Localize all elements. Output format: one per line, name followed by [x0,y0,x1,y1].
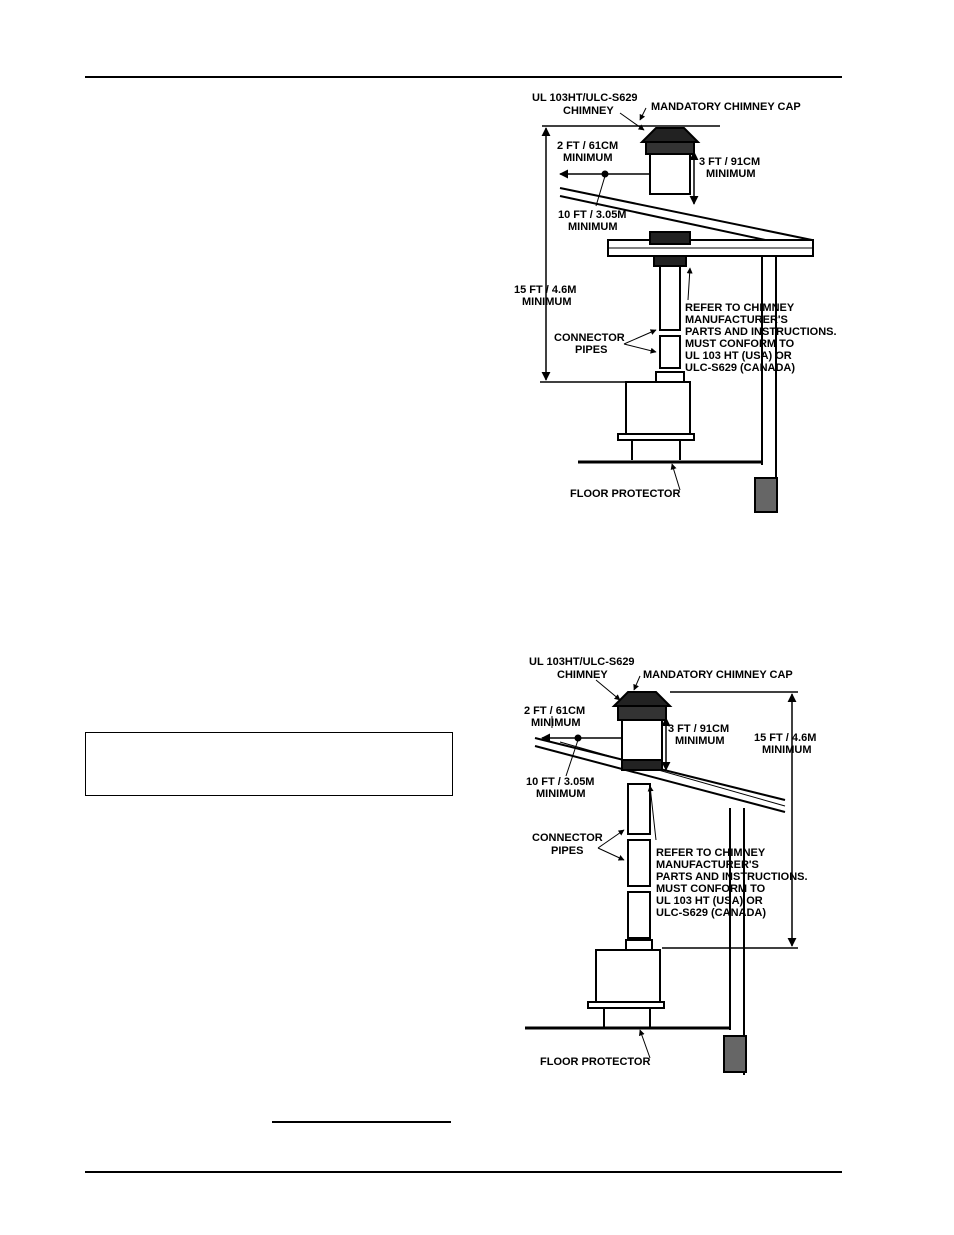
wall-2 [723,808,747,1075]
diagram-top [540,107,814,513]
connector-pipe-2b [627,839,651,887]
text-underline [272,1121,451,1123]
d2-15ft-label-2: MINIMUM [762,744,812,756]
note-box [85,732,453,796]
stove-2 [587,939,665,1028]
d1-refer-1: REFER TO CHIMNEY [685,302,795,314]
d1-2ft-label-1: 2 FT / 61CM [557,140,618,152]
d2-10ft-label-1: 10 FT / 3.05M [526,776,594,788]
stove-1 [617,371,695,460]
d1-refer-5: UL 103 HT (USA) OR [685,350,792,362]
connector-pipe-1b [659,335,681,369]
d2-refer-5: UL 103 HT (USA) OR [656,895,763,907]
d1-refer-4: MUST CONFORM TO [685,338,795,350]
connector-pipe-2a [627,783,651,835]
d2-chimney-label-1: UL 103HT/ULC-S629 [529,656,635,668]
d2-refer-4: MUST CONFORM TO [656,883,766,895]
d2-10ft-label-2: MINIMUM [536,788,586,800]
chimney-cap-1 [639,127,701,267]
d2-3ft-label-1: 3 FT / 91CM [668,723,729,735]
bottom-rule [85,1171,842,1173]
wall-1 [754,256,778,513]
d2-15ft-label-1: 15 FT / 4.6M [754,732,816,744]
d1-10ft-label-1: 10 FT / 3.05M [558,209,626,221]
d1-3ft-label-2: MINIMUM [706,168,756,180]
d2-2ft-label-2: MINIMUM [531,717,581,729]
connector-pipe-2c [627,891,651,939]
top-rule [85,76,842,78]
d1-10ft-label-2: MINIMUM [568,221,618,233]
d2-floor-label: FLOOR PROTECTOR [540,1056,650,1068]
d2-refer-2: MANUFACTURER'S [656,859,759,871]
d2-connector-label-1: CONNECTOR [532,832,603,844]
d2-2ft-label-1: 2 FT / 61CM [524,705,585,717]
d1-15ft-label-2: MINIMUM [522,296,572,308]
d1-connector-label-2: PIPES [575,344,607,356]
d2-refer-1: REFER TO CHIMNEY [656,847,766,859]
connector-pipe-1a [659,265,681,331]
d2-connector-label-2: PIPES [551,845,583,857]
d1-chimney-label-1: UL 103HT/ULC-S629 [532,92,638,104]
d2-refer-3: PARTS AND INSTRUCTIONS. [656,871,808,883]
chimney-cap-2 [611,691,673,771]
d2-3ft-label-2: MINIMUM [675,735,725,747]
d1-15ft-label-1: 15 FT / 4.6M [514,284,576,296]
d1-2ft-label-2: MINIMUM [563,152,613,164]
d1-refer-6: ULC-S629 (CANADA) [685,362,795,374]
d1-chimney-label-2: CHIMNEY [563,105,614,117]
d2-chimney-label-2: CHIMNEY [557,669,608,681]
d1-floor-label: FLOOR PROTECTOR [570,488,680,500]
d2-refer-6: ULC-S629 (CANADA) [656,907,766,919]
d1-cap-label: MANDATORY CHIMNEY CAP [651,101,801,113]
d1-3ft-label-1: 3 FT / 91CM [699,156,760,168]
diagram-bottom [525,675,798,1075]
d2-cap-label: MANDATORY CHIMNEY CAP [643,669,793,681]
d1-refer-3: PARTS AND INSTRUCTIONS. [685,326,837,338]
d1-refer-2: MANUFACTURER'S [685,314,788,326]
d1-connector-label-1: CONNECTOR [554,332,625,344]
